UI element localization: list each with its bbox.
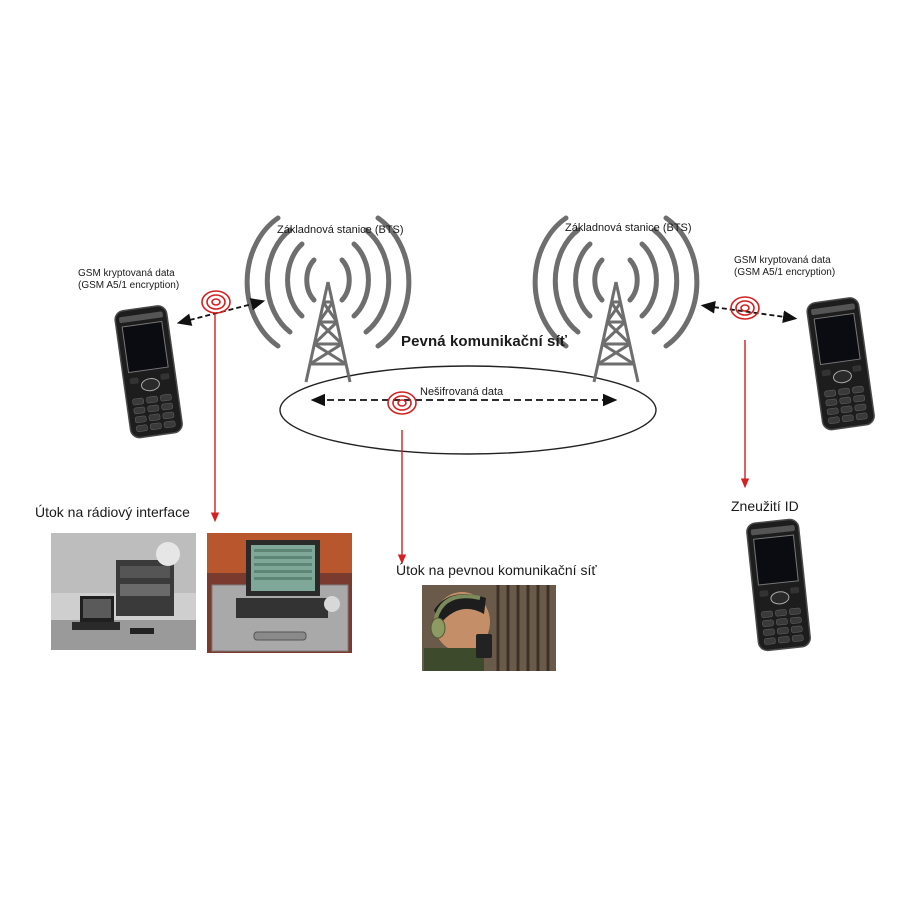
fixed-attack-label: Útok na pevnou komunikační síť — [396, 562, 597, 578]
right-phone-label: GSM kryptovaná data (GSM A5/1 encryption… — [734, 255, 835, 279]
abused-phone-icon — [745, 517, 812, 653]
right-phone-label-line1: GSM kryptovaná data — [734, 255, 831, 266]
right-phone-label-line2: (GSM A5/1 encryption) — [734, 267, 836, 278]
left-phone-label-line1: GSM kryptovaná data — [78, 268, 175, 279]
right-phone-icon — [805, 296, 877, 432]
network-title: Pevná komunikační síť — [401, 333, 568, 350]
radio-attack-label: Útok na rádiový interface — [35, 504, 190, 520]
network-link-label: Nešifrovaná data — [420, 386, 504, 398]
laptop-case-photo — [207, 533, 352, 653]
left-intercept-target-icon — [201, 290, 231, 314]
left-phone-label-line2: (GSM A5/1 encryption) — [78, 280, 180, 291]
right-bts-tower-icon — [535, 218, 697, 382]
network-ellipse — [279, 365, 657, 455]
right-radio-link — [700, 301, 798, 323]
right-bts-label: Základnová stanice (BTS) — [565, 222, 692, 234]
right-intercept-target-icon — [730, 296, 760, 320]
radio-lab-photo — [51, 533, 196, 650]
left-phone-icon — [113, 304, 185, 440]
id-abuse-label: Zneužití ID — [731, 498, 799, 514]
left-phone-label: GSM kryptovaná data (GSM A5/1 encryption… — [78, 268, 179, 292]
middle-intercept-target-icon — [387, 391, 417, 415]
left-bts-tower-icon — [247, 218, 409, 382]
left-bts-label: Základnová stanice (BTS) — [277, 224, 404, 236]
wiretap-photo — [422, 585, 556, 671]
